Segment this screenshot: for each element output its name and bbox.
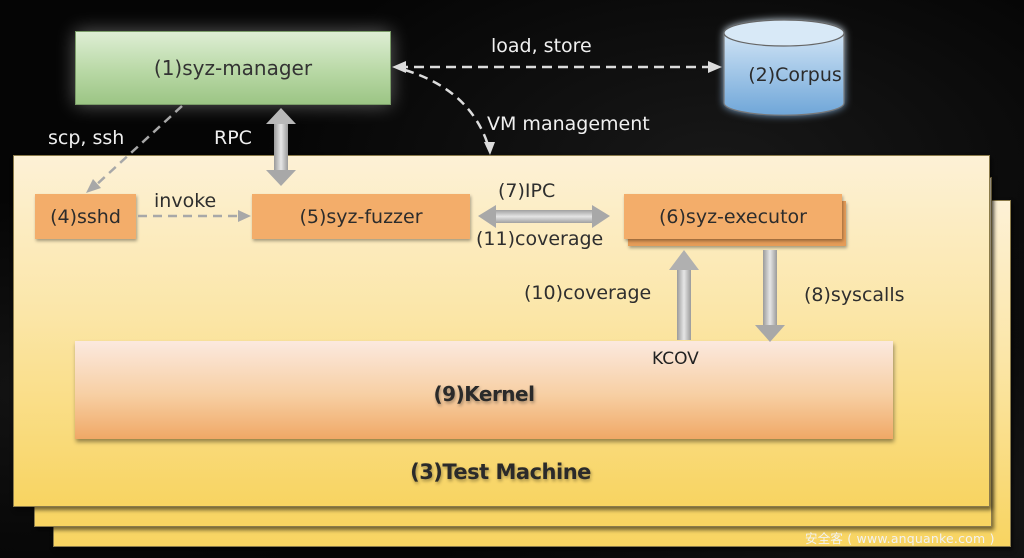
vm-management-label: VM management — [487, 113, 650, 135]
kernel-node[interactable]: (9)Kernel — [75, 341, 893, 439]
scp-ssh-label: scp, ssh — [48, 127, 125, 149]
syz-fuzzer-label: (5)syz-fuzzer — [299, 205, 423, 228]
corpus-label: (2)Corpus — [748, 64, 842, 86]
sshd-node[interactable]: (4)sshd — [35, 194, 136, 239]
test-machine-label: (3)Test Machine — [410, 460, 591, 484]
coverage-11-label: (11)coverage — [476, 228, 604, 250]
coverage-10-label: (10)coverage — [524, 282, 652, 304]
kcov-label: KCOV — [652, 349, 699, 369]
kernel-label: (9)Kernel — [433, 382, 535, 406]
syscalls-label: (8)syscalls — [804, 284, 905, 306]
invoke-label: invoke — [154, 190, 217, 212]
sshd-label: (4)sshd — [50, 205, 121, 228]
syz-manager-node[interactable]: (1)syz-manager — [75, 31, 391, 105]
syz-executor-node[interactable]: (6)syz-executor — [624, 194, 842, 239]
watermark: 安全客 ( www.anquanke.com ) — [805, 531, 995, 546]
ipc-label: (7)IPC — [498, 180, 556, 202]
load-store-label: load, store — [491, 35, 592, 57]
syz-executor-label: (6)syz-executor — [659, 205, 807, 228]
syz-fuzzer-node[interactable]: (5)syz-fuzzer — [252, 194, 470, 239]
syz-manager-label: (1)syz-manager — [153, 56, 313, 80]
rpc-label: RPC — [214, 127, 252, 149]
